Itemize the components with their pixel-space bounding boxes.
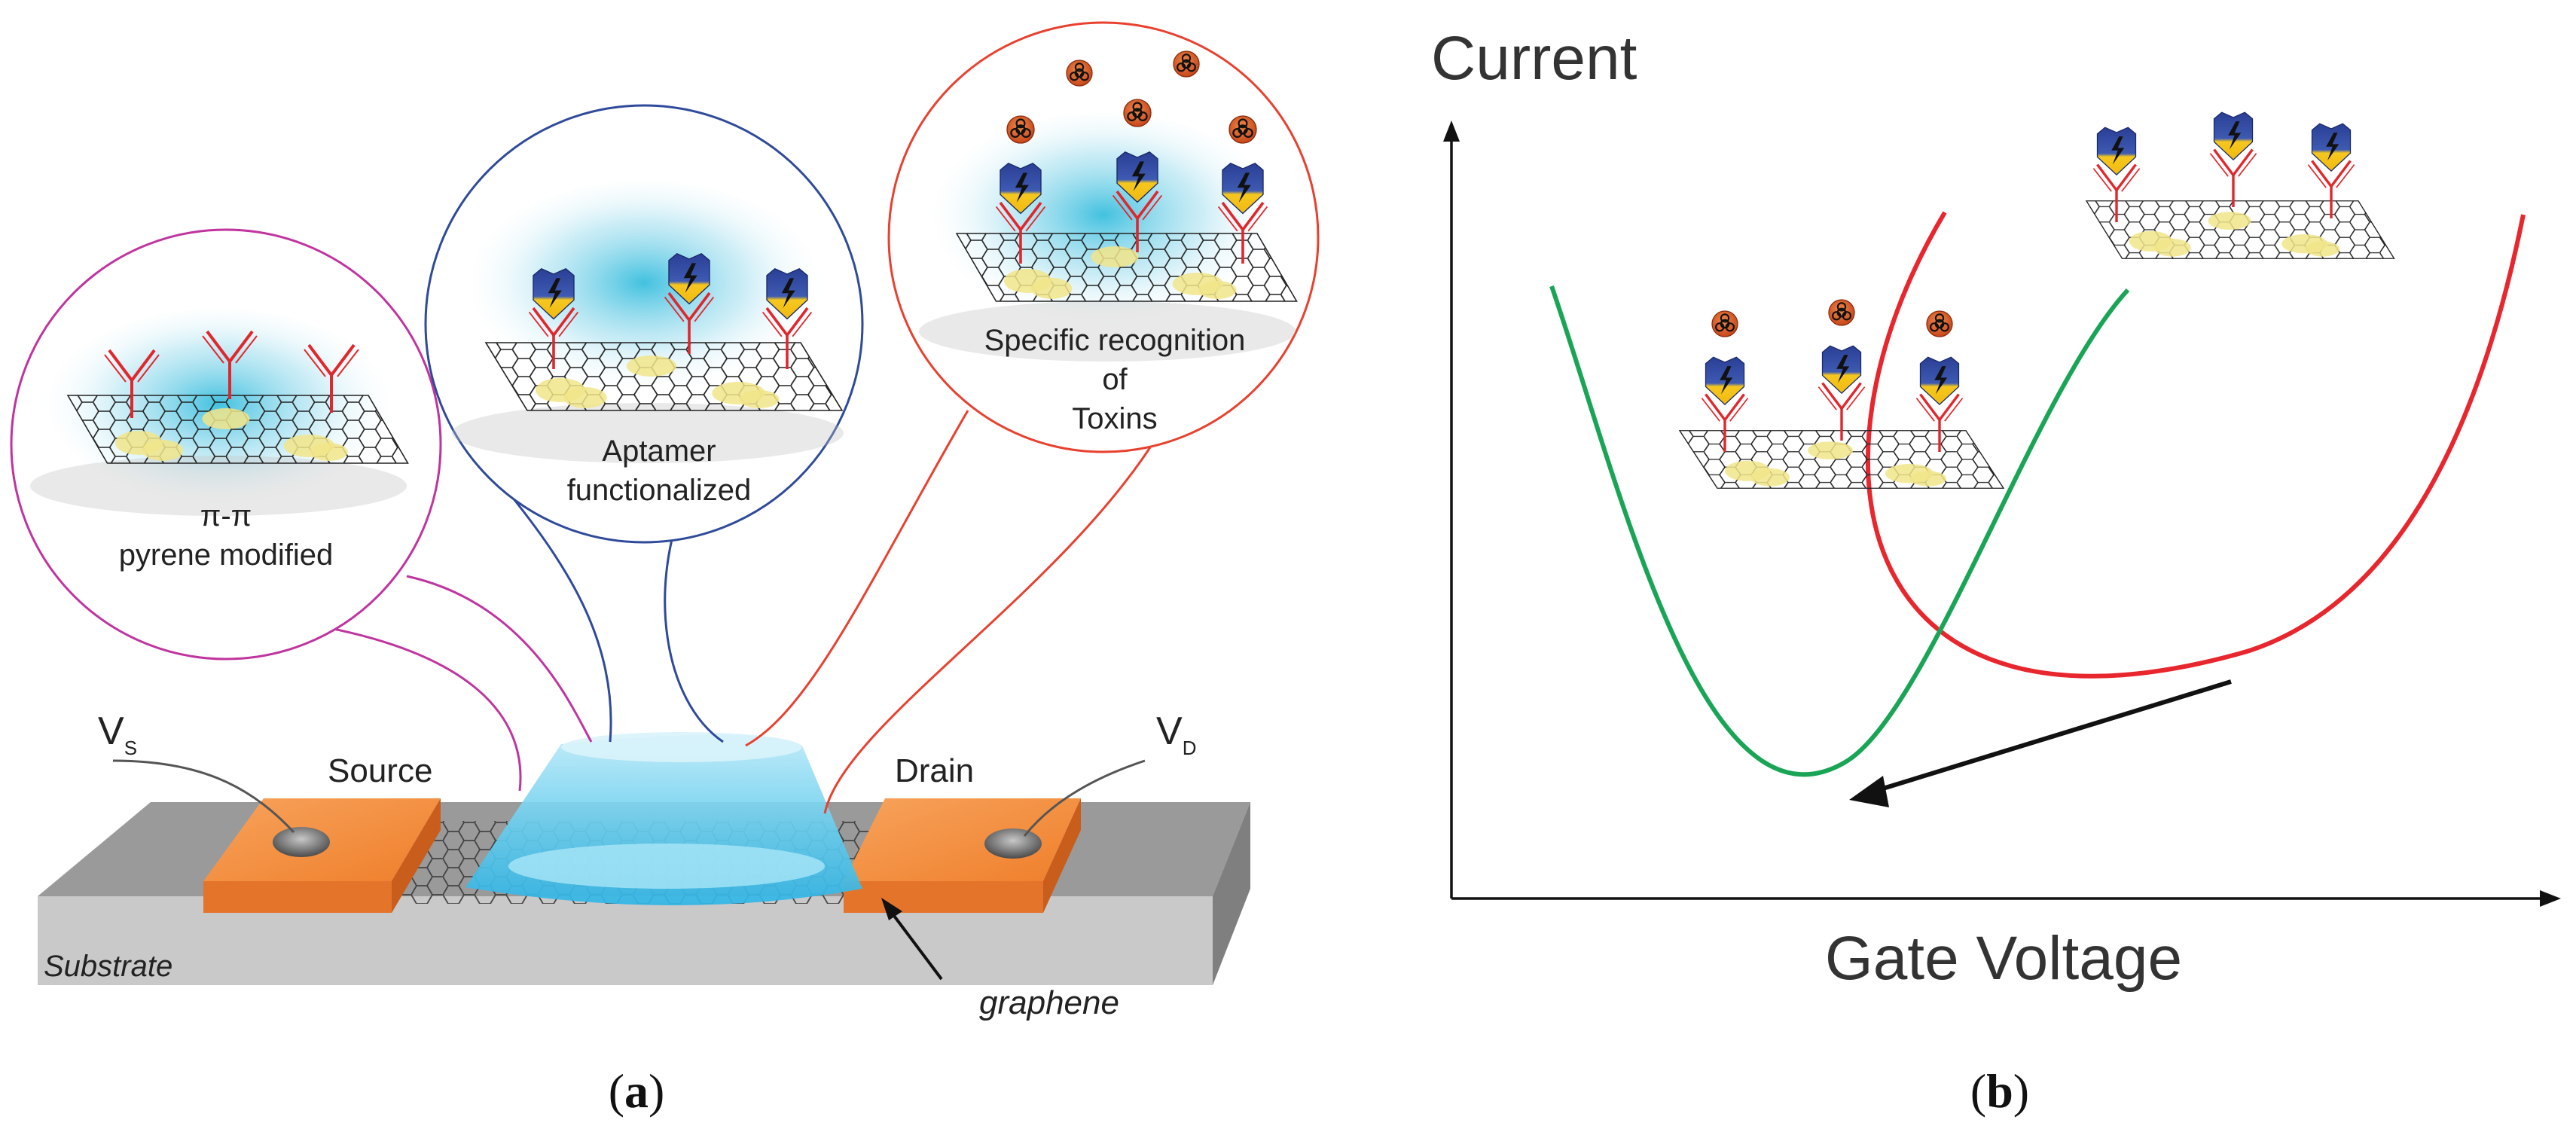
source-contact-well (273, 827, 330, 857)
graphene-pointer-arrow (881, 898, 943, 981)
bubble-toxin-recognition: Specific recognition of Toxins (887, 21, 1320, 453)
source-wire (112, 759, 295, 834)
toxin-icon (1711, 310, 1739, 338)
bubble-2-line2: functionalized (567, 474, 752, 507)
axes (1443, 121, 2561, 907)
bubble-3-line3: Toxins (1072, 402, 1157, 435)
toxin-icon (1228, 114, 1258, 145)
shift-arrow (1849, 679, 2232, 807)
vs-label: VS (98, 709, 137, 759)
source-label: Source (328, 752, 432, 789)
drain-contact-well (984, 828, 1042, 859)
drain-label: Drain (895, 752, 974, 789)
toxin-icon (1122, 98, 1152, 128)
x-axis-arrowhead (2540, 890, 2561, 907)
substrate-label: Substrate (44, 950, 172, 983)
bubble-3-line2: of (1102, 363, 1128, 396)
toxin-icon (1065, 59, 1094, 87)
x-axis-label: Gate Voltage (1825, 924, 2182, 993)
inset-bound-toxins (1679, 298, 2004, 489)
toxin-icon (1006, 114, 1036, 145)
toxin-icon (1827, 298, 1856, 327)
bubble-aptamer-functionalized: Aptamer functionalized (424, 104, 864, 544)
panel-b-caption: (b) (1970, 1064, 2029, 1118)
panel-a-caption: (a) (609, 1064, 665, 1118)
inset-unbound-receptors (2086, 112, 2395, 259)
bubble-1-line1: π-π (200, 499, 252, 532)
toxin-icon (1172, 50, 1201, 78)
drain-wire (1023, 759, 1146, 837)
source-electrode (203, 798, 441, 913)
bubble-pyrene-modified: π-π pyrene modified (10, 228, 442, 661)
drain-electrode (844, 798, 1081, 913)
liquid-droplet (465, 732, 862, 906)
y-axis-arrowhead (1443, 121, 1460, 142)
panel-b: Current Gate Voltage (1431, 24, 2561, 1118)
graphene-label: graphene (979, 984, 1119, 1021)
toxin-icon (1925, 310, 1954, 338)
panel-a: π-π pyrene modified Aptamer functionaliz… (10, 21, 1320, 1118)
vd-label: VD (1156, 709, 1196, 759)
y-axis-label: Current (1431, 24, 1637, 93)
bubble-2-line1: Aptamer (602, 435, 716, 468)
bubble-1-line2: pyrene modified (119, 539, 334, 572)
curve-before-binding (1865, 211, 2526, 679)
curve-after-binding (1549, 285, 2130, 777)
bubble-3-line1: Specific recognition (984, 324, 1246, 357)
